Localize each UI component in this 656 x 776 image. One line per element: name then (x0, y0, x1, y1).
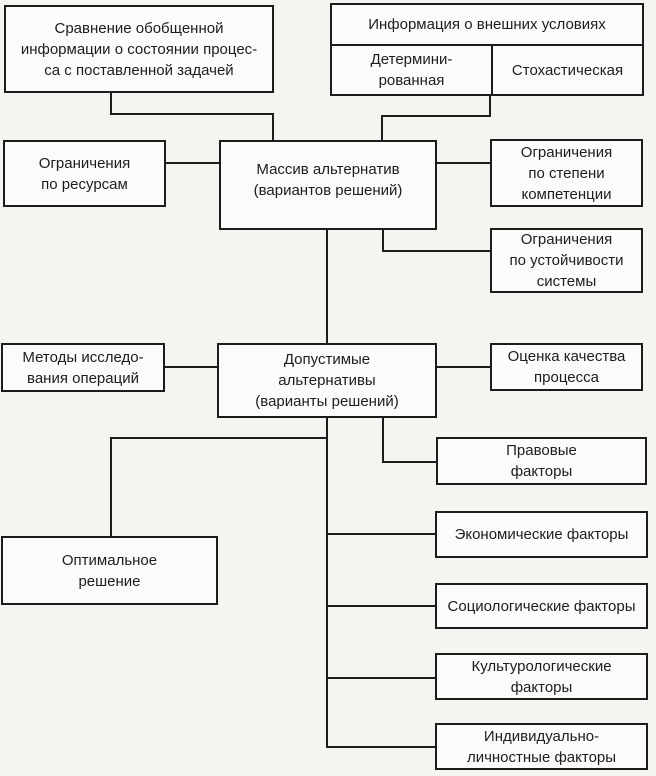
connector-spine-cultural (328, 677, 435, 679)
connector-array-feasible (326, 230, 328, 345)
node-stability-constraints: Ограничения по устойчивости системы (490, 228, 643, 293)
node-optimal-decision: Оптимальное решение (1, 536, 218, 605)
node-comparison: Сравнение обобщенной информации о состоя… (4, 5, 274, 93)
node-competence-constraints: Ограничения по степени компетенции (490, 139, 643, 207)
node-alternatives-array: Массив альтернатив (вариантов решений) (219, 140, 437, 230)
connector-array-competence (437, 162, 490, 164)
node-external-info-header: Информация о внешних условиях (332, 5, 642, 46)
node-sociological-factors: Социологические факторы (435, 583, 648, 629)
node-economic-factors: Экономические факторы (435, 511, 648, 558)
connector-resources-array (166, 162, 219, 164)
connector-comparison-into-array (272, 113, 274, 142)
connector-spine-sociological (328, 605, 435, 607)
node-feasible-alternatives: Допустимые альтернативы (варианты решени… (217, 343, 437, 418)
connector-array-stability-across (382, 250, 490, 252)
node-process-quality: Оценка качества процесса (490, 343, 643, 391)
connector-externalinfo-drop (489, 96, 491, 117)
connector-spine-individual (328, 746, 435, 748)
connector-optimal-drop (110, 437, 112, 536)
connector-feasible-legal-across (382, 461, 436, 463)
connector-spine-economic (328, 533, 435, 535)
node-individual-factors: Индивидуально- личностные факторы (435, 723, 648, 770)
node-legal-factors: Правовые факторы (436, 437, 647, 485)
node-deterministic: Детермини- рованная (332, 46, 493, 94)
connector-comparison-across (110, 113, 274, 115)
connector-feasible-legal-drop (382, 416, 384, 463)
connector-methods-feasible (165, 366, 217, 368)
node-stochastic: Стохастическая (511, 61, 624, 79)
node-operations-methods: Методы исследо- вания операций (1, 343, 165, 392)
node-resource-constraints: Ограничения по ресурсам (3, 140, 166, 207)
external-info-cells: Детермини- рованная Стохастическая (332, 46, 642, 94)
connector-comparison-drop (110, 93, 112, 115)
connector-optimal-across (110, 437, 328, 439)
connector-externalinfo-across (381, 115, 491, 117)
connector-feasible-spine (326, 416, 328, 748)
node-external-info: Информация о внешних условиях Детермини-… (330, 3, 644, 96)
connector-feasible-quality (437, 366, 490, 368)
node-cultural-factors: Культурологические факторы (435, 653, 648, 700)
connector-externalinfo-into-array (381, 115, 383, 142)
connector-array-stability-drop (382, 230, 384, 252)
